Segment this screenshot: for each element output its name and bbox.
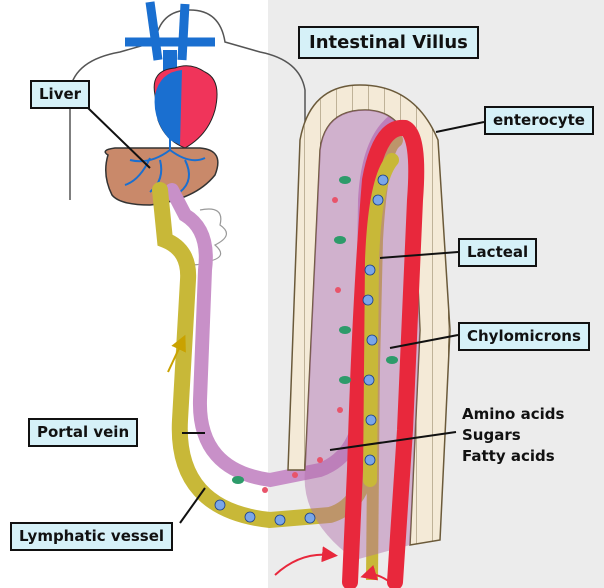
nutrient-item: Amino acids	[462, 405, 565, 423]
label-lymphatic-vessel: Lymphatic vessel	[10, 522, 174, 551]
nutrient-dots	[232, 176, 398, 484]
diagram-title: Intestinal Villus	[298, 26, 479, 59]
label-enterocyte: enterocyte	[484, 106, 594, 135]
leader-lines	[87, 107, 485, 524]
red-dots	[262, 197, 343, 493]
label-chylomicrons: Chylomicrons	[458, 322, 590, 351]
nutrients-list: Amino acids Sugars Fatty acids	[462, 404, 564, 467]
inflow-arrow-left	[274, 546, 338, 576]
liver-veins	[124, 110, 206, 193]
chylomicron-dots	[214, 174, 389, 526]
body-outline	[69, 9, 306, 200]
artery	[342, 119, 425, 588]
label-lacteal: Lacteal	[458, 238, 538, 267]
upward-arrow	[167, 334, 186, 373]
nutrient-item: Fatty acids	[462, 447, 555, 465]
inflow-arrow-right	[360, 565, 396, 587]
label-portal-vein: Portal vein	[28, 418, 139, 447]
nutrient-item: Sugars	[462, 426, 521, 444]
label-liver: Liver	[30, 80, 91, 109]
liver-shape	[104, 147, 219, 206]
villus-epithelium	[287, 84, 451, 546]
